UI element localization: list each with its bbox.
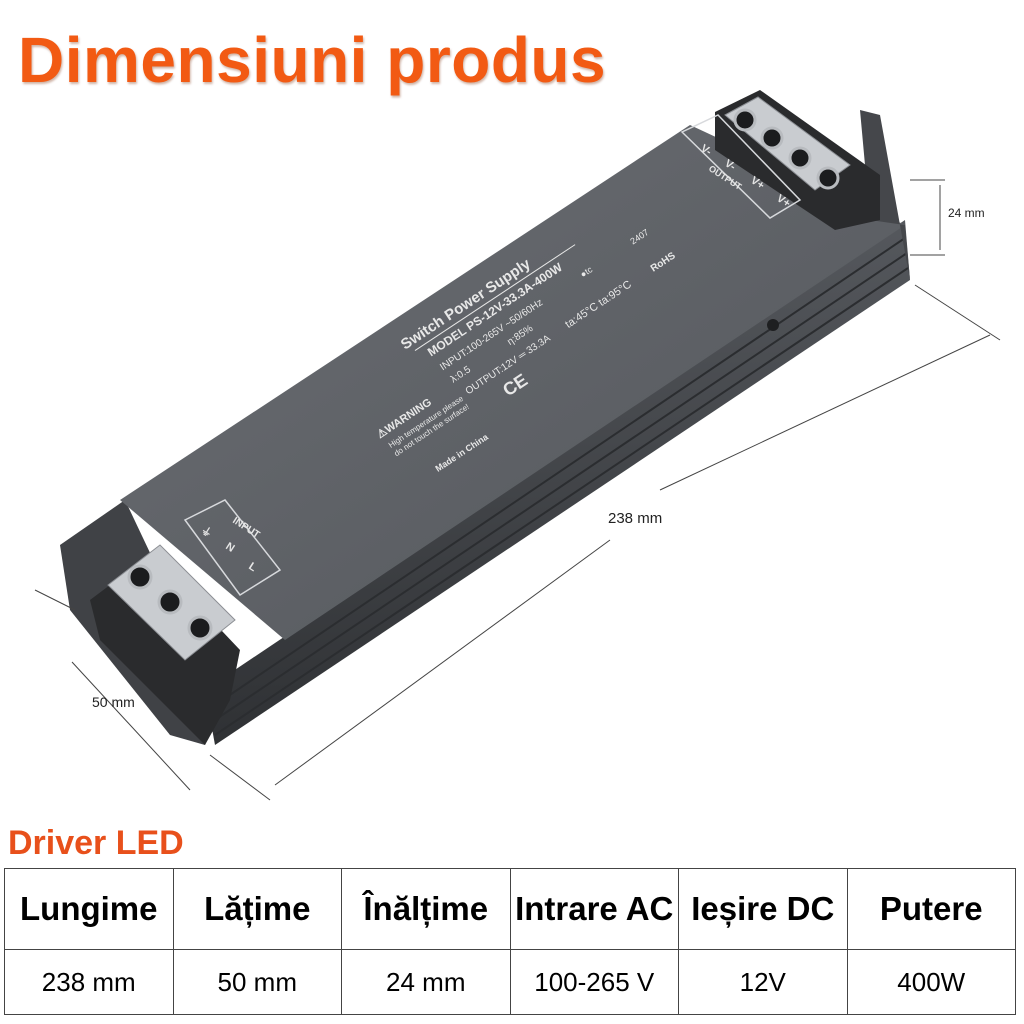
column-header: Putere xyxy=(846,868,1016,950)
power-supply-drawing: V- V- V+ V+ OUTPUT INPUT ⏚ N xyxy=(34,90,1001,801)
table-header-row: Lungime Lățime Înălțime Intrare AC Ieșir… xyxy=(4,868,1016,950)
column-header: Lățime xyxy=(172,868,342,950)
housing-front-face xyxy=(205,220,910,745)
section-title: Driver LED xyxy=(8,824,184,862)
housing-top-face xyxy=(120,125,905,640)
page-title: Dimensiuni produs xyxy=(18,24,607,96)
table-cell: 100-265 V xyxy=(509,949,679,1015)
spec-table: Lungime Lățime Înălțime Intrare AC Ieșir… xyxy=(4,868,1016,1015)
dimension-width-label: 50 mm xyxy=(92,694,135,710)
table-cell: 400W xyxy=(846,949,1016,1015)
dimension-height-label: 24 mm xyxy=(948,206,985,220)
column-header: Intrare AC xyxy=(509,868,679,950)
screw-hole-icon xyxy=(767,319,779,331)
table-cell: 238 mm xyxy=(4,949,174,1015)
product-illustration: V- V- V+ V+ OUTPUT INPUT ⏚ N xyxy=(34,90,1001,801)
table-row: 238 mm 50 mm 24 mm 100-265 V 12V 400W xyxy=(4,949,1016,1015)
dimension-lines xyxy=(34,179,1001,801)
output-terminal-block xyxy=(680,90,880,230)
table-cell: 24 mm xyxy=(341,949,511,1015)
input-terminal-block xyxy=(90,499,282,745)
table-cell: 50 mm xyxy=(172,949,342,1015)
column-header: Lungime xyxy=(4,868,174,950)
housing-right-end xyxy=(860,110,910,280)
column-header: Înălțime xyxy=(341,868,511,950)
table-cell: 12V xyxy=(678,949,848,1015)
dimension-length-label: 238 mm xyxy=(608,510,663,527)
column-header: Ieșire DC xyxy=(678,868,848,950)
